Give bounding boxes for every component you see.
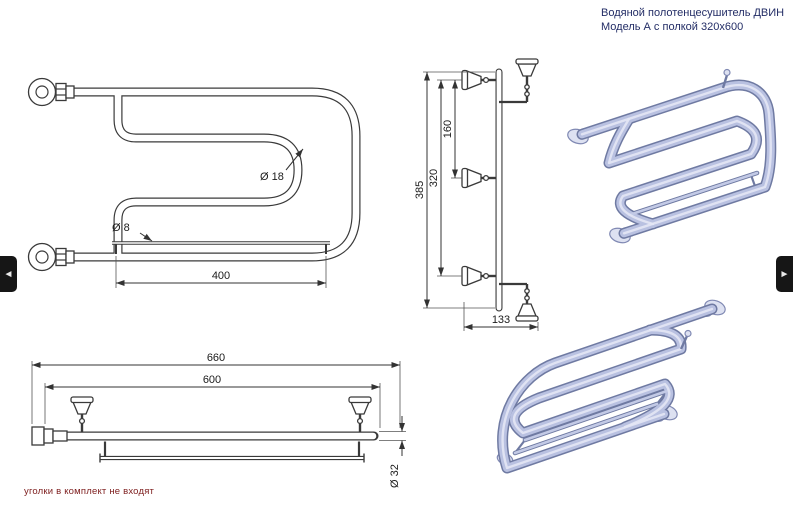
prev-arrow-button[interactable]: ◄ bbox=[0, 256, 17, 292]
top-shelf bbox=[99, 441, 365, 463]
prev-arrow-icon: ◄ bbox=[3, 268, 14, 280]
iso1-pipes bbox=[576, 79, 777, 239]
dim-overall-width: 660 bbox=[207, 352, 225, 364]
dim-overall-height: 385 bbox=[415, 181, 426, 199]
top-view-drawing: 660 600 Ø 32 bbox=[31, 352, 406, 488]
front-view-drawing: 400 Ø 18 Ø 8 bbox=[27, 77, 361, 288]
front-shelf bbox=[112, 241, 330, 254]
side-view-drawing: 160 320 385 133 bbox=[414, 58, 539, 331]
dim-depth: 133 bbox=[492, 314, 510, 326]
title-line-2: Модель А с полкой 320x600 bbox=[601, 21, 744, 34]
title-block: Водяной полотенцесушитель ДВИН Модель А … bbox=[601, 6, 784, 35]
iso2-air-valve bbox=[679, 329, 692, 350]
iso-render-top-drawing bbox=[567, 68, 777, 244]
side-shelf-post-top bbox=[499, 58, 539, 104]
top-dimensions-upper: 660 600 bbox=[31, 352, 401, 428]
next-arrow-icon: ► bbox=[779, 268, 790, 280]
iso-render-bottom-drawing bbox=[496, 299, 726, 474]
title-line-1: Водяной полотенцесушитель ДВИН bbox=[601, 7, 785, 19]
dim-pipe-end-diameter: Ø 32 bbox=[389, 464, 401, 488]
dim-pipe-diameter: Ø 18 bbox=[260, 171, 284, 183]
front-view: 400 Ø 18 Ø 8 bbox=[12, 52, 412, 312]
front-wall-fitting-top bbox=[27, 77, 75, 107]
next-arrow-button[interactable]: ► bbox=[776, 256, 793, 292]
top-dimension-diameter: Ø 32 bbox=[379, 416, 406, 488]
top-wall-fitting bbox=[31, 426, 68, 446]
side-dimensions: 160 320 385 133 bbox=[414, 71, 539, 331]
iso-render-top bbox=[533, 58, 783, 275]
dim-bracket-spacing: 320 bbox=[428, 169, 440, 187]
front-wall-fitting-bottom bbox=[27, 242, 75, 272]
front-pipes bbox=[74, 87, 361, 262]
front-dimensions: 400 Ø 18 Ø 8 bbox=[112, 148, 327, 288]
side-view: 160 320 385 133 bbox=[414, 50, 585, 340]
dim-rail-width: 600 bbox=[203, 374, 221, 386]
footer-note: уголки в комплект не входят bbox=[24, 486, 155, 497]
top-view: 660 600 Ø 32 bbox=[12, 348, 422, 523]
dim-shelf-rod-diameter: Ø 8 bbox=[112, 222, 130, 234]
side-wall-brackets bbox=[461, 69, 496, 287]
top-wall-brackets bbox=[70, 396, 372, 432]
side-shelf-post-bottom bbox=[499, 282, 539, 322]
dim-shelf-width: 400 bbox=[212, 270, 230, 282]
dim-upper-bracket-spacing: 160 bbox=[442, 120, 454, 138]
iso-render-bottom bbox=[455, 268, 755, 525]
iso1-air-valve bbox=[721, 68, 731, 89]
iso2-pipes bbox=[497, 303, 718, 474]
